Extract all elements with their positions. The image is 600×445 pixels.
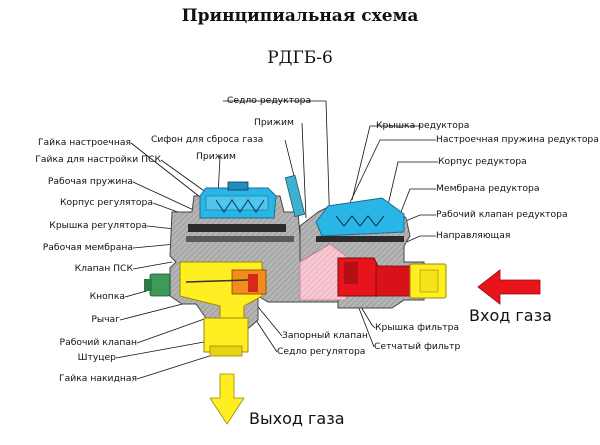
diagram-subtitle: РДГБ-6: [267, 48, 333, 68]
label-reducer-body: Корпус редуктора: [438, 156, 527, 167]
label-filter-cap: Крышка фильтра: [375, 322, 460, 333]
label-fitting: Штуцер: [77, 352, 116, 363]
label-mesh-filter: Сетчатый фильтр: [374, 341, 461, 352]
label-reducer-diaphragm: Мембрана редуктора: [436, 183, 540, 194]
label-union-nut: Гайка накидная: [59, 373, 137, 384]
label-psk-valve: Клапан ПСК: [74, 263, 133, 274]
label-lever: Рычаг: [91, 314, 120, 325]
label-reducer-cap: Крышка редуктора: [376, 120, 470, 131]
label-shutoff-valve: Запорный клапан: [282, 330, 368, 341]
regulator-body: [144, 174, 447, 357]
gas-out-label: Выход газа: [249, 409, 345, 428]
label-regulator-seat: Седло регулятора: [277, 346, 366, 357]
gas-out-arrow: [209, 373, 245, 425]
label-psk-adjusting-nut: Гайка для настройки ПСК: [35, 154, 161, 165]
label-siphon: Сифон для сброса газа: [151, 134, 264, 145]
label-adjusting-nut: Гайка настроечная: [37, 137, 131, 148]
diagram-title: Принципиальная схема: [181, 6, 419, 26]
label-regulator-cap: Крышка регулятора: [49, 220, 147, 231]
label-reducer-working-valve: Рабочий клапан редуктора: [436, 209, 568, 220]
label-working-spring: Рабочая пружина: [47, 176, 133, 187]
label-regulator-body: Корпус регулятора: [60, 197, 153, 208]
label-reducer-adjusting-spring: Настроечная пружина редуктора: [436, 134, 599, 145]
label-clamp: Прижим: [196, 151, 236, 162]
label-working-diaphragm: Рабочая мембрана: [42, 242, 133, 253]
label-guide: Направляющая: [436, 230, 511, 241]
gas-in-arrow: [477, 269, 541, 305]
gas-in-label: Вход газа: [469, 306, 552, 325]
label-working-valve: Рабочий клапан: [59, 337, 137, 348]
label-clamp-top: Прижим: [254, 117, 294, 128]
label-button: Кнопка: [89, 291, 125, 302]
label-reducer-seat: Седло редуктора: [227, 95, 312, 106]
